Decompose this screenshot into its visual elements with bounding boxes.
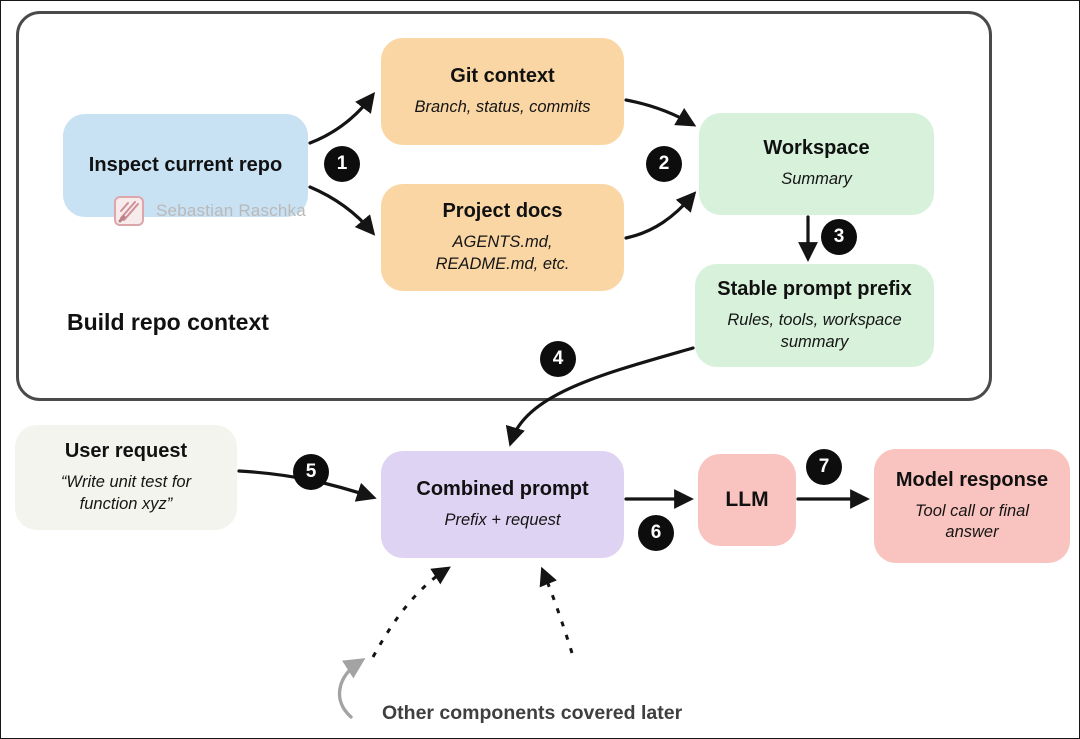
node-llm: LLM bbox=[698, 454, 796, 546]
step-number: 5 bbox=[305, 461, 317, 482]
node-title: Workspace bbox=[763, 137, 870, 160]
step-badge-7: 7 bbox=[806, 449, 842, 485]
node-title: LLM bbox=[725, 488, 769, 511]
watermark-text: Sebastian Raschka bbox=[156, 201, 306, 220]
dashed-arrow-right-to-combined-prompt bbox=[539, 566, 574, 654]
node-title: Project docs bbox=[442, 200, 563, 223]
node-title: User request bbox=[64, 440, 188, 463]
gray-curl-arrow bbox=[337, 658, 366, 719]
node-title: Combined prompt bbox=[416, 477, 589, 500]
node-workspace: Workspace Summary bbox=[699, 113, 934, 215]
node-stable-prompt-prefix: Stable prompt prefix Rules, tools, works… bbox=[695, 264, 934, 367]
node-subtitle: Prefix + request bbox=[444, 510, 561, 529]
step-badge-2: 2 bbox=[646, 146, 682, 182]
node-combined-prompt: Combined prompt Prefix + request bbox=[381, 451, 624, 558]
node-user-request: User request “Write unit test for functi… bbox=[15, 425, 237, 530]
dashed-arrow-left-to-combined-prompt bbox=[371, 566, 451, 658]
step-badge-6: 6 bbox=[638, 515, 674, 551]
node-subtitle: “Write unit test for function xyz” bbox=[60, 473, 192, 513]
step-number: 4 bbox=[552, 348, 564, 369]
node-subtitle: Tool call or final answer bbox=[914, 501, 1030, 541]
node-title: Model response bbox=[895, 468, 1049, 491]
step-number: 1 bbox=[336, 153, 348, 174]
step-badge-5: 5 bbox=[293, 454, 329, 490]
node-project-docs: Project docs AGENTS.md, README.md, etc. bbox=[381, 184, 624, 291]
step-number: 7 bbox=[818, 456, 830, 477]
watermark: Sebastian Raschka bbox=[111, 192, 306, 230]
step-number: 3 bbox=[833, 226, 845, 247]
node-subtitle: Rules, tools, workspace summary bbox=[727, 311, 902, 351]
step-badge-1: 1 bbox=[324, 146, 360, 182]
footnote-text: Other components covered later bbox=[382, 702, 683, 724]
node-subtitle: AGENTS.md, README.md, etc. bbox=[435, 233, 570, 273]
node-title: Git context bbox=[450, 64, 555, 87]
node-subtitle: Summary bbox=[781, 170, 852, 189]
sebastian-raschka-logo-icon bbox=[114, 196, 144, 226]
node-model-response: Model response Tool call or final answer bbox=[874, 449, 1070, 563]
step-number: 6 bbox=[650, 522, 662, 543]
node-title: Inspect current repo bbox=[88, 154, 283, 176]
step-badge-3: 3 bbox=[821, 219, 857, 255]
node-title: Stable prompt prefix bbox=[717, 278, 912, 301]
step-badge-4: 4 bbox=[540, 341, 576, 377]
step-number: 2 bbox=[658, 153, 670, 174]
group-label: Build repo context bbox=[67, 309, 269, 335]
node-subtitle: Branch, status, commits bbox=[414, 97, 591, 116]
node-git-context: Git context Branch, status, commits bbox=[381, 38, 624, 145]
node-inspect-current-repo: Inspect current repo bbox=[63, 114, 308, 217]
